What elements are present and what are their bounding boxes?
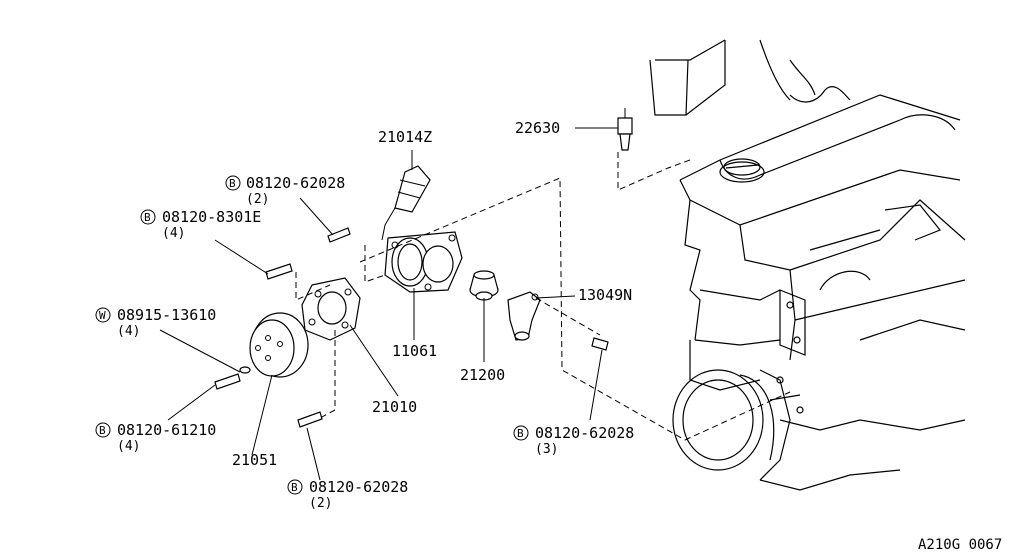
bolt-prefix: B bbox=[144, 211, 151, 224]
part-number: 13049N bbox=[578, 286, 632, 304]
bolt-prefix-circle bbox=[287, 479, 303, 495]
part-number: 21010 bbox=[372, 398, 417, 416]
label-11061: 11061 bbox=[392, 342, 437, 360]
washer-prefix-circle bbox=[95, 307, 111, 323]
part-number: 08915-13610 bbox=[117, 306, 216, 324]
part-quantity: (2) bbox=[246, 192, 269, 207]
label-13049n: 13049N bbox=[578, 286, 632, 304]
leader-lines bbox=[159, 127, 618, 481]
housing-11061-illustration bbox=[384, 231, 463, 293]
part-number: 08120-61210 bbox=[117, 421, 216, 439]
bolt-prefix-circle bbox=[140, 209, 156, 225]
label-22630: 22630 bbox=[515, 119, 560, 137]
part-number: 08120-62028 bbox=[535, 424, 634, 442]
label-bolt-61210: B 08120-61210 (4) bbox=[95, 421, 216, 454]
assembly-lines bbox=[295, 152, 791, 441]
label-bolt-62028-top: B 08120-62028 (2) bbox=[225, 174, 345, 207]
part-number: 21051 bbox=[232, 451, 277, 469]
part-quantity: (4) bbox=[117, 324, 140, 339]
outlet-13049n-illustration bbox=[507, 291, 541, 341]
part-number: 08120-62028 bbox=[246, 174, 345, 192]
label-21200: 21200 bbox=[460, 366, 505, 384]
diagram-reference-code: A210G 0067 bbox=[918, 537, 1002, 553]
label-bolt-62028-bottom: B 08120-62028 (2) bbox=[287, 478, 408, 511]
sensor-22630-illustration bbox=[617, 108, 633, 151]
bolt-prefix: B bbox=[291, 481, 298, 494]
part-quantity: (4) bbox=[117, 439, 140, 454]
bolt-prefix: B bbox=[99, 424, 106, 437]
bolt-prefix-circle bbox=[513, 425, 529, 441]
bolt-illustrations bbox=[214, 227, 609, 428]
label-bolt-8301e: B 08120-8301E (4) bbox=[140, 208, 261, 241]
part-quantity: (2) bbox=[309, 496, 332, 511]
label-bolt-62028-right: B 08120-62028 (3) bbox=[513, 424, 634, 457]
part-number: 21014Z bbox=[378, 128, 432, 146]
label-21051: 21051 bbox=[232, 451, 277, 469]
part-number: 21200 bbox=[460, 366, 505, 384]
label-21010: 21010 bbox=[372, 398, 417, 416]
label-washer-13610: W 08915-13610 (4) bbox=[95, 306, 216, 339]
bolt-prefix-circle bbox=[225, 175, 241, 191]
label-21014z: 21014Z bbox=[378, 128, 432, 146]
engine-block-illustration bbox=[649, 39, 966, 491]
thermostat-housing-21014z-illustration bbox=[381, 165, 431, 241]
thermostat-21200-illustration bbox=[469, 270, 499, 301]
part-number: 08120-8301E bbox=[162, 208, 261, 226]
washer-prefix: W bbox=[99, 309, 106, 322]
part-number: 22630 bbox=[515, 119, 560, 137]
part-quantity: (3) bbox=[535, 442, 558, 457]
water-pump-21010-illustration bbox=[301, 277, 361, 341]
part-number: 11061 bbox=[392, 342, 437, 360]
part-quantity: (4) bbox=[162, 226, 185, 241]
pulley-21051-illustration bbox=[249, 312, 309, 378]
bolt-prefix: B bbox=[229, 177, 236, 190]
part-number: 08120-62028 bbox=[309, 478, 408, 496]
bolt-prefix-circle bbox=[95, 422, 111, 438]
bolt-prefix: B bbox=[517, 427, 524, 440]
